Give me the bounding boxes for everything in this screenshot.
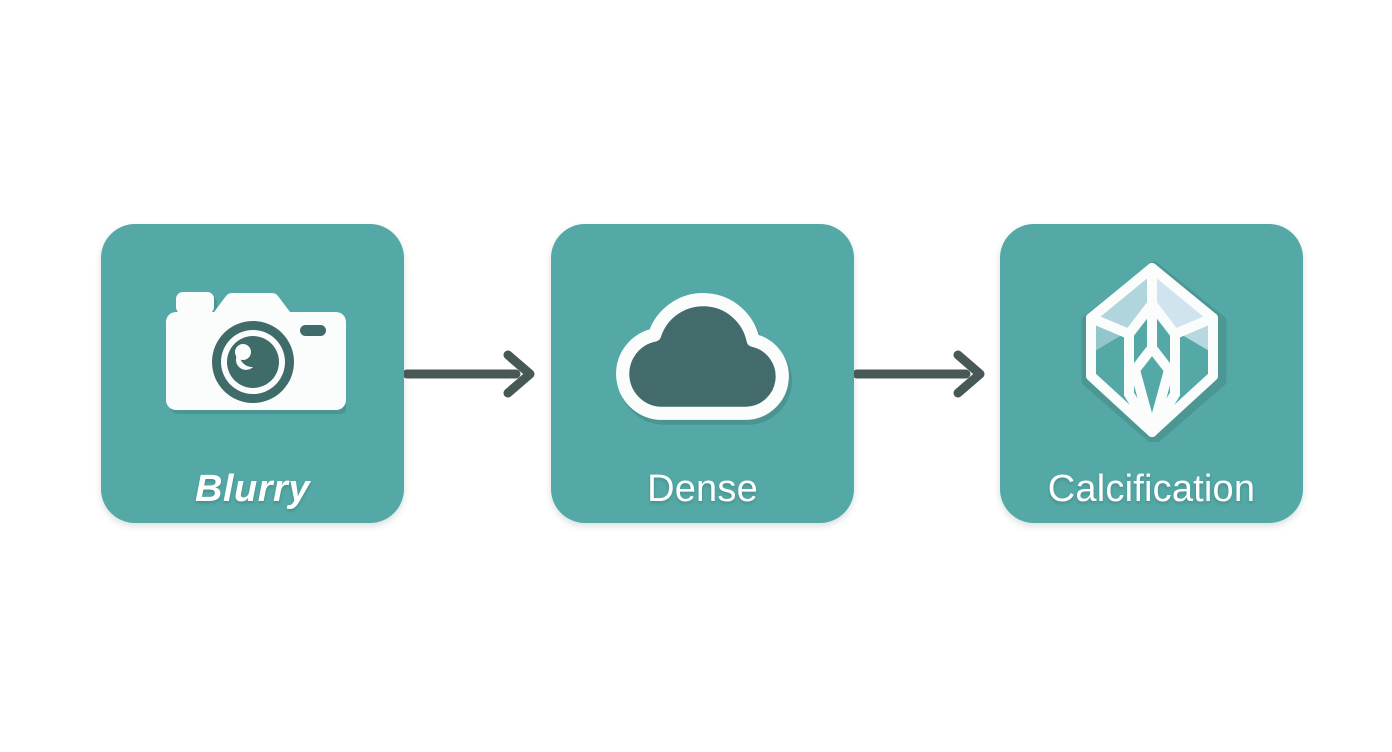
flow-step-card-blurry[interactable]: Blurry: [101, 224, 404, 523]
arrow-right-icon-2: [852, 349, 1004, 399]
camera-icon: [158, 272, 348, 442]
arrow-right-icon-1: [402, 349, 554, 399]
flow-step-card-dense[interactable]: Dense: [551, 224, 854, 523]
cloud-icon: [608, 272, 798, 442]
flow-step-label-calcification: Calcification: [1047, 468, 1256, 510]
flow-step-label-blurry: Blurry: [195, 468, 310, 510]
flow-step-card-calcification[interactable]: Calcification: [1000, 224, 1303, 523]
crystal-icon: [1057, 260, 1247, 442]
flow-step-label-dense: Dense: [647, 468, 758, 510]
